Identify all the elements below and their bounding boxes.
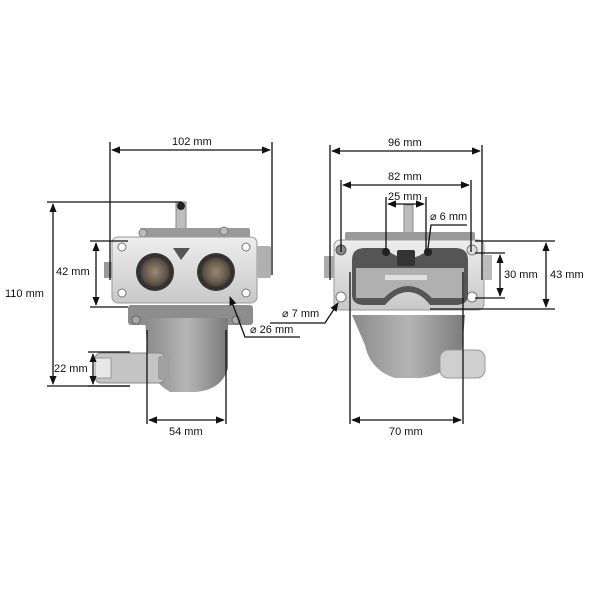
dim-label-43: 43 mm	[550, 269, 584, 281]
carburetor-front-view	[94, 201, 271, 392]
dim-label-7: ⌀ 7 mm	[282, 308, 320, 320]
dimension-lines-rear	[270, 145, 555, 424]
dim-label-82: 82 mm	[388, 171, 422, 183]
dim-label-96: 96 mm	[388, 137, 422, 149]
dim-label-54: 54 mm	[169, 426, 203, 438]
dim-label-22: 22 mm	[54, 363, 88, 375]
dimension-lines-front	[47, 142, 300, 424]
dim-label-102: 102 mm	[172, 136, 212, 148]
dim-label-30: 30 mm	[504, 269, 538, 281]
dim-label-6: ⌀ 6 mm	[430, 211, 468, 223]
dim-label-110: 110 mm	[5, 288, 44, 300]
dim-label-26: ⌀ 26 mm	[250, 324, 294, 336]
carburetor-rear-view	[324, 204, 492, 379]
dim-label-42: 42 mm	[56, 266, 90, 278]
dim-label-25: 25 mm	[388, 191, 422, 203]
dim-label-70: 70 mm	[389, 426, 423, 438]
